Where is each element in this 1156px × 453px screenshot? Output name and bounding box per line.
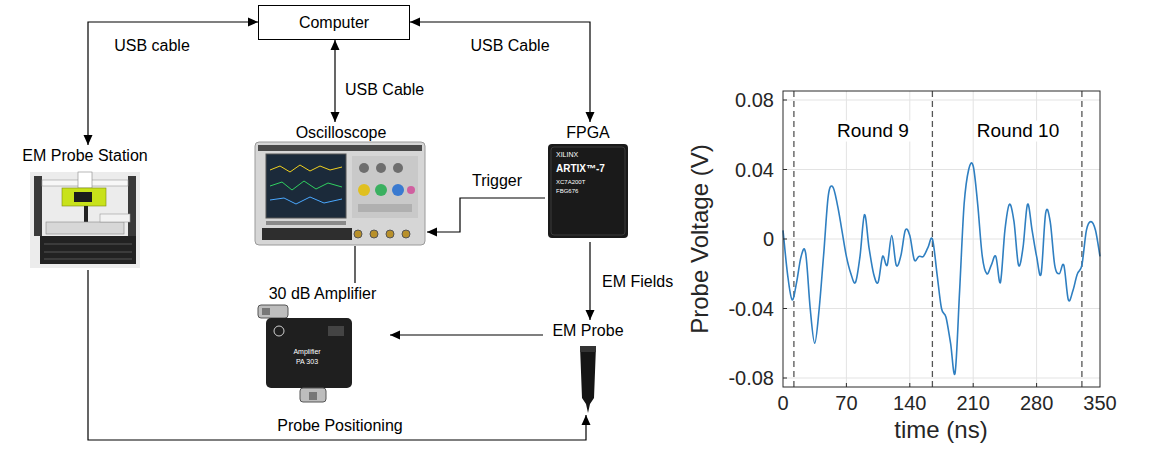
tick-label: 280 — [1020, 392, 1053, 414]
arrow-head — [582, 415, 591, 425]
tick-label: 210 — [957, 392, 990, 414]
connector-line — [88, 22, 258, 145]
connector — [390, 331, 543, 340]
node-label: 30 dB Amplifier — [269, 285, 377, 303]
tick-label: 0.04 — [735, 159, 774, 181]
tick-label: 0.08 — [735, 89, 774, 111]
connector-line — [427, 198, 545, 232]
node-label: Oscilloscope — [296, 124, 387, 142]
round-boundaries — [794, 91, 1082, 387]
voltage-trace — [783, 163, 1100, 375]
plot-frame — [783, 91, 1100, 387]
connector — [427, 198, 545, 237]
connector-label: USB Cable — [468, 37, 551, 55]
plot-area — [783, 91, 1100, 387]
connector — [355, 246, 356, 283]
device-marking: Amplifier — [293, 348, 320, 356]
connector-label: Probe Positioning — [275, 417, 404, 435]
tick-label: 70 — [835, 392, 857, 414]
connector-line — [354, 246, 355, 283]
connector-label: USB Cable — [343, 81, 426, 99]
round-label: Round 10 — [975, 121, 1061, 142]
computer-box: Computer — [258, 5, 410, 40]
node-label: Computer — [299, 14, 369, 32]
connector — [331, 40, 340, 122]
amplifier-picture — [258, 305, 352, 402]
oscilloscope-unit: Oscilloscope — [255, 122, 427, 246]
round-label: Round 9 — [835, 121, 911, 142]
grid-lines — [783, 91, 1100, 387]
tick-label: 0 — [763, 228, 774, 250]
tick-label: 0 — [777, 392, 788, 414]
chip-marking: XILINX — [556, 151, 578, 159]
axis-ticks — [783, 100, 1037, 387]
connector-label: USB cable — [112, 37, 192, 55]
tick-label: -0.08 — [728, 367, 774, 389]
chip-marking: FBG676 — [556, 188, 578, 195]
node-label: EM Probe — [552, 322, 623, 340]
arrow-head — [84, 135, 93, 145]
connector-line — [334, 40, 335, 122]
arrow-head — [390, 331, 400, 340]
device-marking: PA 303 — [296, 358, 318, 366]
tick-label: 140 — [893, 392, 926, 414]
node-label: FPGA — [566, 124, 610, 142]
connector-line — [390, 334, 543, 335]
arrow-head — [410, 18, 420, 27]
connector — [586, 242, 595, 320]
node-label: EM Probe Station — [22, 147, 147, 165]
arrow-head — [586, 112, 595, 122]
arrow-head — [248, 18, 258, 27]
connector — [84, 18, 259, 146]
connector-line — [410, 22, 590, 122]
connector-label: Trigger — [470, 172, 524, 190]
chip-marking: XC7A200T — [556, 179, 585, 186]
axis-title: Probe Voltage (V) — [687, 144, 713, 333]
em-probe-picture — [580, 346, 596, 413]
connector-label: EM Fields — [600, 273, 675, 291]
axis-title: time (ns) — [894, 417, 987, 443]
amplifier-unit: 30 dB Amplifier — [255, 283, 390, 408]
connector-line — [88, 270, 586, 440]
connector — [410, 18, 595, 123]
probe-station-picture — [30, 172, 140, 268]
tick-label: -0.04 — [728, 298, 774, 320]
oscilloscope-picture — [255, 142, 425, 245]
tick-label: 350 — [1083, 392, 1116, 414]
connector-line — [589, 242, 590, 320]
chip-marking: ARTIX™-7 — [556, 163, 605, 174]
arrow-head — [586, 310, 595, 320]
fpga-chip-picture — [548, 144, 628, 238]
em-probe-unit: EM Probe — [543, 320, 633, 415]
arrow-head — [331, 40, 340, 50]
probe-station-unit: EM Probe Station — [5, 145, 165, 270]
arrow-head — [427, 228, 437, 237]
arrow-head — [331, 112, 340, 122]
connector — [88, 270, 591, 440]
